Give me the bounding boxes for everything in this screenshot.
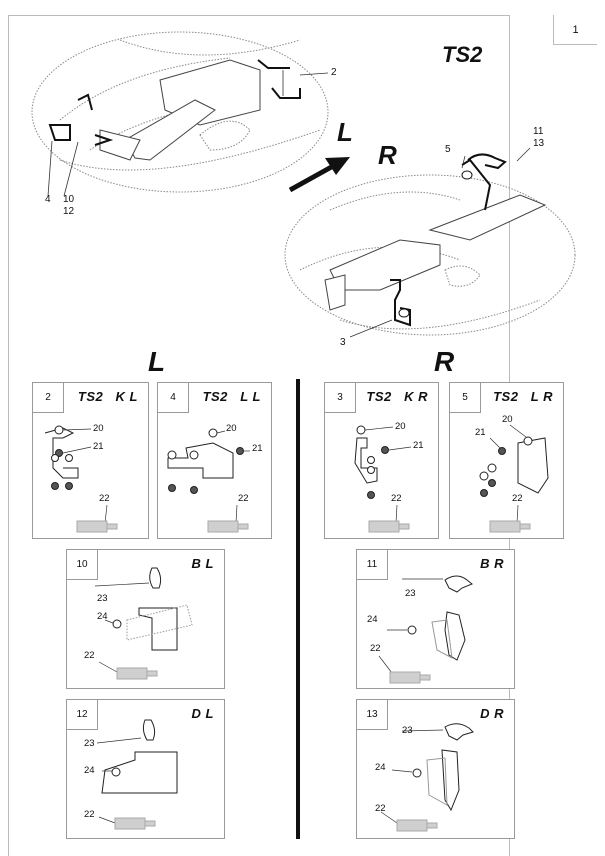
part-label-23: 23 bbox=[402, 725, 413, 736]
callout-3: 3 bbox=[340, 337, 346, 348]
part-label-21: 21 bbox=[252, 443, 263, 454]
panel-12: 12 D L 23 24 22 bbox=[66, 699, 225, 839]
callout-13: 13 bbox=[533, 138, 545, 149]
bracket-assembly-drawing bbox=[380, 723, 474, 832]
panel-number: 12 bbox=[67, 700, 98, 730]
page-title: TS2 bbox=[442, 42, 483, 67]
part-label-23: 23 bbox=[84, 738, 95, 749]
bracket-assembly-drawing bbox=[96, 719, 178, 830]
part-label-20: 20 bbox=[226, 423, 237, 434]
part-label-24: 24 bbox=[367, 614, 378, 625]
panel-number: 11 bbox=[357, 550, 388, 580]
part-label-23: 23 bbox=[405, 588, 416, 599]
panel-title: TS2 K R bbox=[366, 389, 428, 404]
part-label-22: 22 bbox=[512, 493, 523, 504]
section-divider bbox=[296, 379, 300, 839]
panel-number: 13 bbox=[357, 700, 388, 730]
part-label-21: 21 bbox=[475, 427, 486, 438]
panel-10: 10 B L 23 24 22 bbox=[66, 549, 225, 689]
part-label-20: 20 bbox=[395, 421, 406, 432]
part-label-24: 24 bbox=[375, 762, 386, 773]
panel-title: TS2 L L bbox=[202, 389, 261, 404]
section-heading-right: R bbox=[434, 346, 455, 377]
part-label-21: 21 bbox=[413, 440, 424, 451]
callout-11: 11 bbox=[533, 126, 544, 137]
bracket-assembly-drawing bbox=[94, 567, 193, 680]
panel-3: 3 TS2 K R 20 21 22 bbox=[324, 382, 439, 539]
panel-number: 10 bbox=[67, 550, 98, 580]
panel-title: B R bbox=[480, 556, 504, 571]
panel-number: 5 bbox=[450, 383, 481, 413]
panel-title: TS2 K L bbox=[77, 389, 138, 404]
panel-title: TS2 L R bbox=[493, 389, 553, 404]
part-label-22: 22 bbox=[375, 803, 386, 814]
panel-number: 3 bbox=[325, 383, 356, 413]
bracket-assembly-drawing bbox=[44, 425, 118, 533]
part-label-24: 24 bbox=[97, 611, 108, 622]
panel-title: B L bbox=[191, 556, 214, 571]
panel-number: 2 bbox=[33, 383, 64, 413]
part-label-22: 22 bbox=[238, 493, 249, 504]
panel-11: 11 B R 23 24 22 bbox=[356, 549, 515, 689]
page-number: 1 bbox=[553, 15, 597, 45]
part-label-22: 22 bbox=[84, 809, 95, 820]
panel-2: 2 TS2 K L 20 21 22 bbox=[32, 382, 149, 539]
callout-2: 2 bbox=[331, 67, 337, 78]
bracket-assembly-drawing bbox=[378, 575, 473, 684]
panel-number: 4 bbox=[158, 383, 189, 413]
panel-title: D L bbox=[191, 706, 214, 721]
bracket-assembly-drawing bbox=[479, 424, 549, 533]
part-label-21: 21 bbox=[93, 441, 104, 452]
part-label-22: 22 bbox=[99, 493, 110, 504]
part-label-22: 22 bbox=[84, 650, 95, 661]
panel-4: 4 TS2 L L 20 21 22 bbox=[157, 382, 272, 539]
part-label-22: 22 bbox=[391, 493, 402, 504]
bracket-assembly-drawing bbox=[167, 428, 250, 533]
part-label-23: 23 bbox=[97, 593, 108, 604]
direction-label-left: L bbox=[337, 117, 353, 147]
part-label-22: 22 bbox=[370, 643, 381, 654]
section-heading-left: L bbox=[148, 346, 166, 377]
callout-12: 12 bbox=[63, 206, 75, 217]
callout-5: 5 bbox=[445, 144, 451, 155]
direction-label-right: R bbox=[378, 140, 397, 170]
callout-4: 4 bbox=[45, 194, 51, 205]
panel-title: D R bbox=[480, 706, 504, 721]
bracket-assembly-drawing bbox=[354, 425, 412, 533]
part-label-20: 20 bbox=[502, 414, 513, 425]
part-label-24: 24 bbox=[84, 765, 95, 776]
panel-13: 13 D R 23 24 22 bbox=[356, 699, 515, 839]
part-label-20: 20 bbox=[93, 423, 104, 434]
panel-5: 5 TS2 L R 20 21 22 bbox=[449, 382, 564, 539]
callout-10: 10 bbox=[63, 194, 75, 205]
